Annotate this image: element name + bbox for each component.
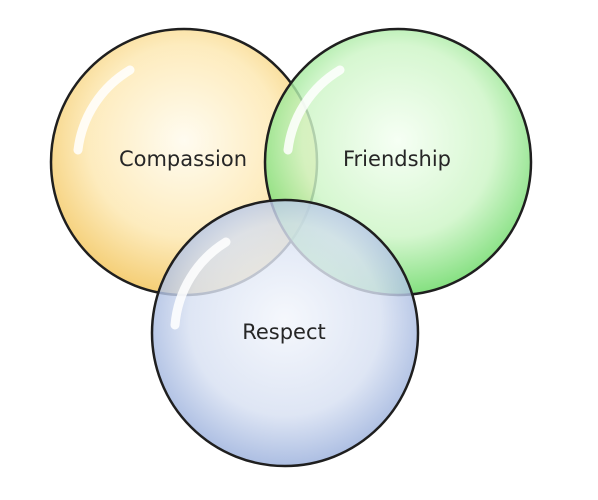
respect-circle-shape: [150, 198, 420, 468]
respect-highlight: [170, 237, 231, 330]
friendship-label: Friendship: [343, 147, 451, 171]
respect-circle: [150, 198, 420, 468]
friendship-highlight: [283, 65, 345, 155]
compassion-label: Compassion: [119, 147, 247, 171]
compassion-highlight: [73, 65, 135, 155]
respect-label: Respect: [242, 320, 326, 344]
